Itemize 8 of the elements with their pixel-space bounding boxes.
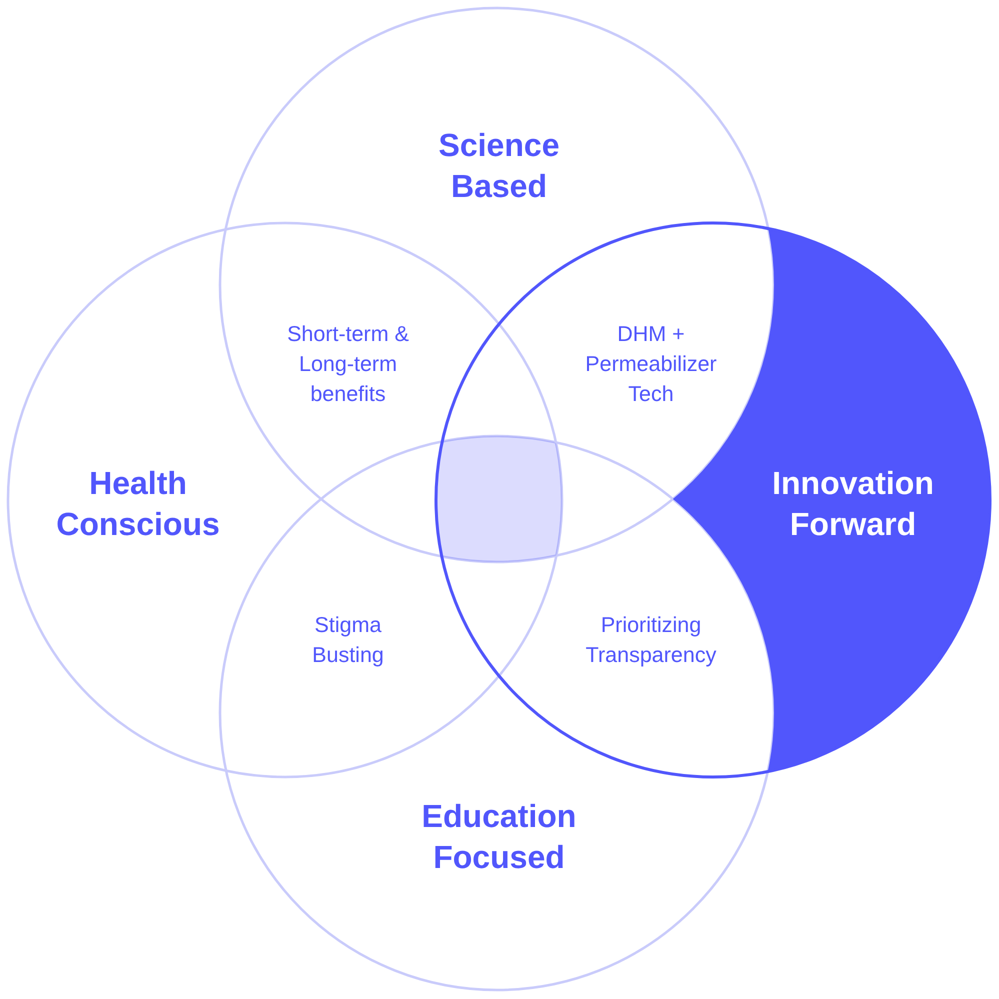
- circle-title: Education Focused: [420, 797, 578, 877]
- circle-title: Health Conscious: [55, 464, 221, 544]
- overlap-label: Short-term & Long-term benefits: [286, 321, 410, 408]
- circle-title: Science Based: [438, 126, 560, 206]
- overlap-label: Prioritizing Transparency: [584, 612, 718, 669]
- overlap-label: Stigma Busting: [311, 612, 385, 669]
- circle-title: Innovation Forward: [771, 464, 935, 544]
- overlap-label: DHM + Permeabilizer Tech: [584, 321, 718, 408]
